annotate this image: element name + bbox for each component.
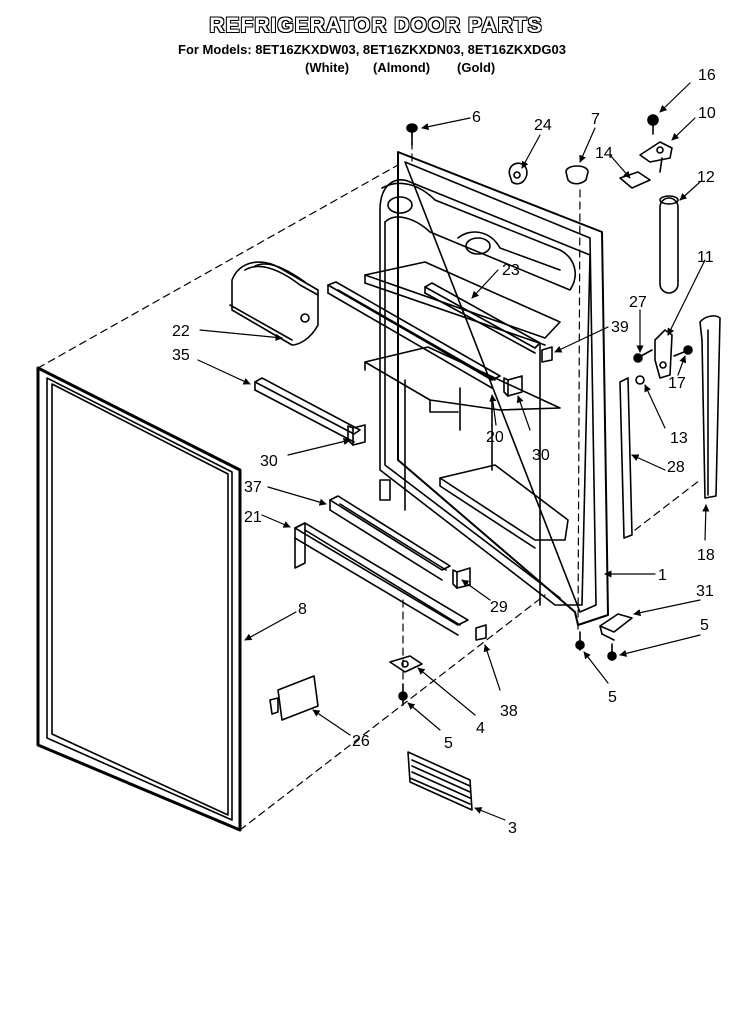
- callout-21: 21: [244, 509, 262, 526]
- alignment-lines: [37, 129, 701, 831]
- callout-39: 39: [611, 319, 629, 336]
- callout-10: 10: [698, 105, 716, 122]
- callout-1: 1: [658, 567, 667, 584]
- callout-29: 29: [490, 599, 508, 616]
- shim-14: [619, 171, 651, 189]
- door-rail-20: [327, 281, 501, 389]
- callout-13: 13: [670, 430, 688, 447]
- cap-24: [508, 162, 528, 185]
- rail-37: [329, 495, 451, 581]
- callout-5-right: 5: [700, 617, 709, 634]
- callout-30-left: 30: [260, 453, 278, 470]
- callout-31: 31: [696, 583, 714, 600]
- finish-gold: (Gold): [457, 60, 496, 75]
- bracket-26: [269, 675, 319, 721]
- callout-3: 3: [508, 820, 517, 837]
- callout-5-liner: 5: [608, 689, 617, 706]
- screw-5-right: [607, 643, 617, 661]
- rail-35: [254, 377, 361, 443]
- screw-5-bottom-liner: [575, 631, 585, 651]
- callout-5-hinge: 5: [444, 735, 453, 752]
- liner-shelves: [364, 261, 569, 606]
- screw-5-hinge: [398, 683, 408, 706]
- bottom-rail-21: [294, 522, 469, 636]
- hinge-pin-cover-12: [659, 195, 679, 294]
- door-rail-23: [424, 282, 541, 354]
- door-gasket: [36, 366, 242, 832]
- callout-17: 17: [668, 375, 686, 392]
- callout-28: 28: [667, 459, 685, 476]
- screw-17: [673, 345, 693, 357]
- hinge-10: [639, 141, 673, 173]
- callout-24: 24: [534, 117, 552, 134]
- screw-6: [406, 123, 418, 146]
- rail-end-caps: [347, 346, 553, 641]
- callout-38: 38: [500, 703, 518, 720]
- finish-almond: (Almond): [373, 60, 431, 75]
- callout-11: 11: [697, 249, 714, 266]
- leader-lines: [197, 82, 710, 821]
- page-title: REFRIGERATOR DOOR PARTS: [209, 14, 543, 37]
- grille-3: [407, 751, 473, 811]
- callout-26: 26: [352, 733, 370, 750]
- dairy-door: [229, 261, 319, 346]
- callout-8: 8: [298, 601, 307, 618]
- callout-27: 27: [629, 294, 647, 311]
- liner-dairy-compartment: [381, 182, 576, 291]
- callout-numbers: 6 24 7 16 10 14 12 11 27 17 13 28 18 1 3…: [172, 67, 716, 837]
- callout-6: 6: [472, 109, 481, 126]
- hinge-screw-16: [647, 114, 659, 135]
- screw-27: [633, 349, 653, 363]
- hinge-bracket-11: [654, 329, 673, 379]
- callout-12: 12: [697, 169, 715, 186]
- washer-13: [635, 375, 645, 385]
- callout-22: 22: [172, 323, 190, 340]
- door-trim-28: [619, 377, 633, 539]
- callout-14: 14: [595, 145, 613, 162]
- model-numbers: For Models: 8ET16ZKXDW03, 8ET16ZKXDN03, …: [178, 42, 566, 57]
- callout-23: 23: [502, 262, 520, 279]
- callout-7: 7: [591, 111, 600, 128]
- callout-4: 4: [476, 720, 485, 737]
- callout-37: 37: [244, 479, 262, 496]
- callout-18: 18: [697, 547, 715, 564]
- door-handle-18: [699, 315, 721, 499]
- hinge-4: [389, 655, 423, 673]
- callout-35: 35: [172, 347, 190, 364]
- inner-door-liner: [379, 151, 609, 626]
- callout-20: 20: [486, 429, 504, 446]
- callout-16: 16: [698, 67, 716, 84]
- plug-7: [565, 165, 589, 185]
- finish-white: (White): [305, 60, 350, 75]
- door-stop-31: [599, 613, 633, 641]
- callout-30-right: 30: [532, 447, 550, 464]
